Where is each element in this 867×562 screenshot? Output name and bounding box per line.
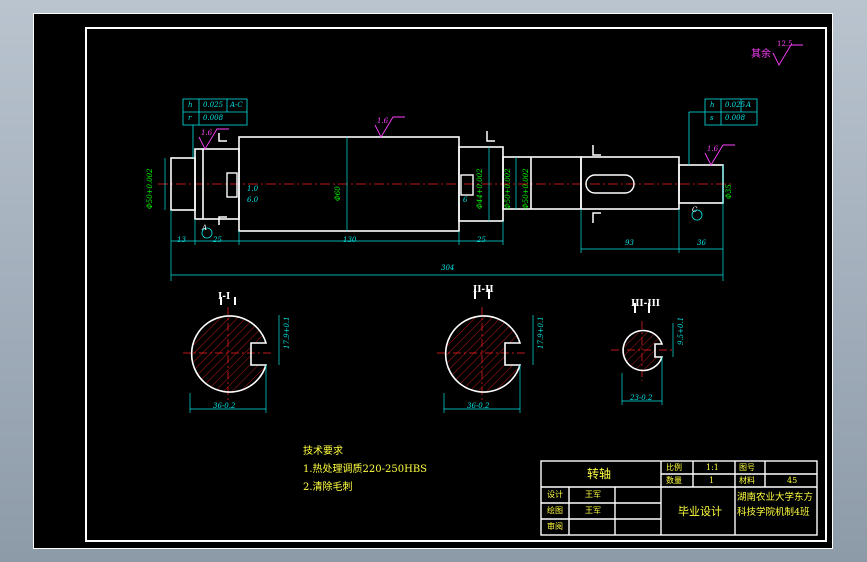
tb-qty-value: 1 [709, 476, 715, 485]
tol-right-ref1: A [746, 101, 752, 109]
diameter-lines [164, 137, 724, 231]
datum-a: A [202, 224, 208, 232]
tb-qty-label: 数量 [666, 476, 682, 485]
sec3-width: 23-0.2 [630, 394, 653, 402]
keyway-left-w: 1.0 [247, 185, 259, 193]
tol-left-ref1: A-C [230, 101, 243, 109]
keyway-slots [226, 172, 635, 198]
tech-req-title: 技术要求 [303, 446, 343, 457]
tech-req-line2: 2.清除毛刺 [303, 482, 353, 493]
section-label-2: II-II [473, 285, 494, 295]
tb-drawer-label: 绘图 [547, 506, 563, 515]
outer-frame [33, 13, 833, 549]
shaft-outline [170, 136, 724, 232]
tb-project: 毕业设计 [678, 505, 722, 518]
section-cut-marks [218, 131, 601, 225]
sec2-depth: 17.9+0.1 [537, 316, 545, 349]
tol-left-sym2: r [188, 114, 192, 122]
sec1-depth: 17.9+0.1 [283, 316, 291, 349]
len-total: 304 [441, 264, 455, 272]
len-l2: 25 [213, 236, 222, 244]
tb-material-label: 材料 [739, 476, 755, 485]
tb-designer-label: 设计 [547, 490, 563, 499]
length-dims [170, 203, 724, 281]
sec3-depth: 9.5+0.1 [677, 316, 685, 345]
sec1-width: 36-0.2 [213, 402, 236, 410]
roughness-left: 1.6 [201, 129, 213, 137]
tol-right-val1: 0.025 [725, 101, 746, 109]
len-l1: 13 [177, 236, 186, 244]
tb-reviewer-label: 审阅 [547, 522, 563, 531]
tolerance-frames [182, 98, 758, 165]
tb-part-name: 转轴 [587, 467, 612, 481]
roughness-value: 12.5 [777, 40, 793, 48]
keyway-left-d: 6.0 [247, 196, 259, 204]
dia-d7: Φ35 [725, 184, 733, 199]
len-l3: 130 [343, 236, 357, 244]
roughness-mid: 1.6 [377, 117, 389, 125]
tb-drawer-name: 王军 [585, 506, 601, 515]
inner-frame [85, 27, 827, 542]
tb-material-value: 45 [787, 476, 798, 485]
dia-d4: Φ50+0.002 [522, 168, 530, 209]
roughness-right: 1.6 [707, 145, 719, 153]
tol-left-sym1: h [188, 101, 193, 109]
datum-symbols [201, 209, 703, 239]
len-l6: 36 [697, 239, 706, 247]
tol-right-val2: 0.008 [725, 114, 746, 122]
tech-req-line1: 1.热处理调质220-250HBS [303, 464, 428, 475]
len-l5: 93 [625, 239, 634, 247]
tb-scale-label: 比例 [666, 463, 682, 472]
section-views [183, 289, 674, 413]
tb-designer-name: 王军 [585, 490, 601, 499]
tol-left-val2: 0.008 [203, 114, 224, 122]
dia-d3: Φ44+0.002 [476, 168, 484, 209]
keyway-right-d: 6 [463, 196, 468, 204]
dia-d2: Φ60 [334, 186, 342, 201]
tb-scale-value: 1:1 [706, 463, 719, 472]
sec2-width: 36-0.2 [467, 402, 490, 410]
drawing-svg [33, 13, 833, 549]
roughness-marks [198, 44, 803, 166]
drawing-canvas: 其余 12.5 h 0.025 A-C r 0.008 h 0.025 A s … [33, 13, 833, 549]
title-block [540, 460, 818, 536]
tol-right-sym2: s [710, 114, 714, 122]
tb-drawing-no-label: 图号 [739, 463, 755, 472]
tol-right-sym1: h [710, 101, 715, 109]
tb-school: 湖南农业大学东方科技学院机制4班 [737, 492, 814, 518]
section-label-1: I-I [218, 292, 231, 302]
dia-d5: Φ50+0.002 [504, 168, 512, 209]
dia-d1: Φ50+0.002 [146, 168, 154, 209]
roughness-note: 其余 [751, 49, 771, 60]
tol-left-val1: 0.025 [203, 101, 224, 109]
datum-c: C [692, 206, 698, 214]
len-l4: 25 [477, 236, 486, 244]
section-label-3: III-III [631, 299, 660, 309]
